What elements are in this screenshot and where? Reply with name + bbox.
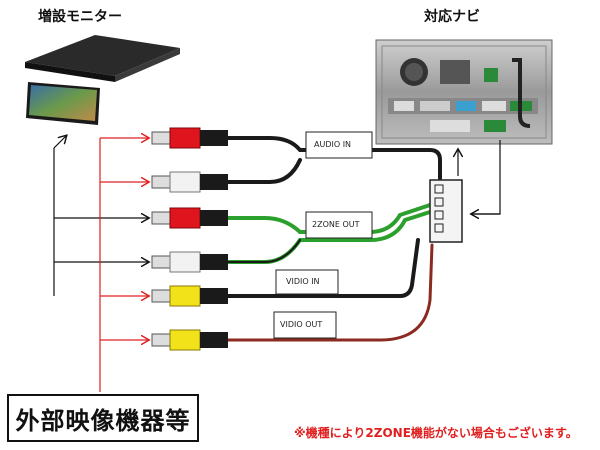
- video-out-label: VIDIO OUT: [280, 320, 323, 329]
- navi-unit-image: [375, 39, 553, 145]
- external-device-box: 外部映像機器等: [7, 394, 199, 442]
- navi-title: 対応ナビ: [424, 9, 480, 25]
- rca-white-audio-in: [151, 171, 228, 193]
- rca-yellow-video-out: [151, 329, 228, 351]
- external-output-arrows: [99, 138, 148, 392]
- rca-yellow-video-in: [151, 285, 228, 307]
- monitor-input-arrows: [53, 136, 148, 296]
- harness-connector: [429, 179, 463, 243]
- compatibility-note: ※機種により2ZONE機能がない場合もございます。: [294, 426, 578, 440]
- audio-in-label: AUDIO IN: [314, 140, 352, 149]
- rca-red-audio-in: [151, 127, 228, 149]
- rca-white-2zone-out: [151, 251, 228, 273]
- cable-label-boxes: [273, 131, 373, 339]
- video-in-label: VIDIO IN: [286, 277, 320, 286]
- navi-connection-arrows: [458, 140, 501, 214]
- rca-plugs: [151, 127, 228, 351]
- monitor-title: 増設モニター: [38, 9, 122, 25]
- cable-wires: [226, 136, 442, 342]
- external-device-label: 外部映像機器等: [15, 406, 191, 435]
- ceiling-monitor-image: [25, 35, 180, 125]
- rca-red-2zone-out: [151, 207, 228, 229]
- 2zone-out-label: 2ZONE OUT: [312, 220, 360, 229]
